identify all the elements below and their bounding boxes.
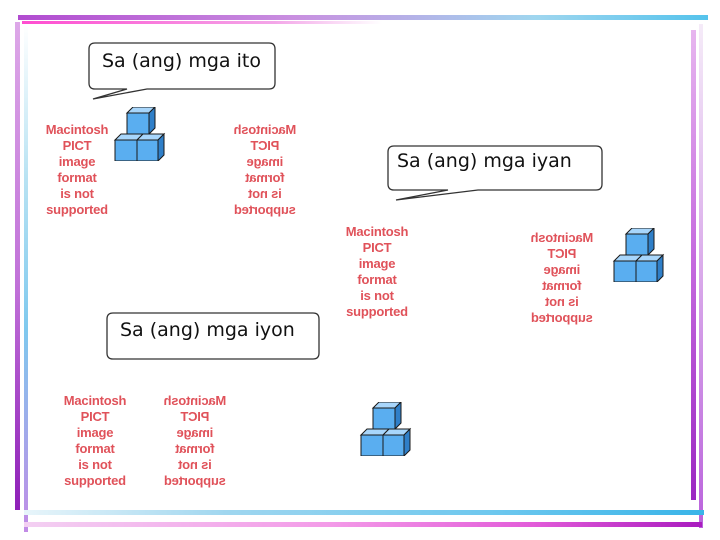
stacked-cubes-icon xyxy=(611,226,669,284)
placeholder-line: is not supported xyxy=(164,457,226,488)
frame-top-accent xyxy=(22,21,382,24)
placeholder-line: Macintosh PICT xyxy=(345,224,409,255)
placeholder-line: image format xyxy=(175,425,215,456)
frame-right-bar xyxy=(691,30,696,500)
frame-bottom-bar xyxy=(24,510,704,515)
frame-right-accent xyxy=(699,24,703,528)
stacked-cubes-icon-svg xyxy=(612,226,665,284)
placeholder-line: Macintosh PICT xyxy=(530,230,594,261)
placeholder-line: is not supported xyxy=(64,457,126,488)
image-placeholder: Macintosh PICT image format is not suppo… xyxy=(40,122,114,218)
frame-left-bar xyxy=(15,22,20,510)
frame-bottom-accent xyxy=(24,522,702,527)
image-placeholder-mirrored: Macintosh PICT image format is not suppo… xyxy=(158,393,232,489)
placeholder-line: image format xyxy=(245,154,285,185)
callout-ito: Sa (ang) mga ito xyxy=(88,42,276,103)
image-placeholder: Macintosh PICT image format is not suppo… xyxy=(58,393,132,489)
image-placeholder-mirrored: Macintosh PICT image format is not suppo… xyxy=(525,230,599,326)
placeholder-line: is not supported xyxy=(234,186,296,217)
image-placeholder-mirrored: Macintosh PICT image format is not suppo… xyxy=(228,122,302,218)
placeholder-line: Macintosh PICT xyxy=(45,122,109,153)
stacked-cubes-icon xyxy=(112,105,170,163)
placeholder-line: Macintosh PICT xyxy=(233,122,297,153)
stacked-cubes-icon-svg xyxy=(113,105,166,163)
placeholder-line: is not supported xyxy=(531,294,593,325)
placeholder-line: image format xyxy=(357,256,397,287)
placeholder-line: Macintosh PICT xyxy=(63,393,127,424)
placeholder-line: image format xyxy=(57,154,97,185)
placeholder-line: image format xyxy=(75,425,115,456)
callout-iyan-text: Sa (ang) mga iyan xyxy=(397,150,572,172)
stacked-cubes-icon-svg xyxy=(359,400,412,458)
callout-ito-text: Sa (ang) mga ito xyxy=(102,50,261,72)
placeholder-line: Macintosh PICT xyxy=(163,393,227,424)
stacked-cubes-icon xyxy=(358,400,416,458)
frame-top-bar xyxy=(18,15,708,20)
callout-iyon: Sa (ang) mga iyon xyxy=(106,312,320,361)
image-placeholder: Macintosh PICT image format is not suppo… xyxy=(340,224,414,320)
placeholder-line: image format xyxy=(542,262,582,293)
callout-iyon-text: Sa (ang) mga iyon xyxy=(120,319,295,341)
frame-left-accent xyxy=(24,24,28,532)
placeholder-line: is not supported xyxy=(346,288,408,319)
placeholder-line: is not supported xyxy=(46,186,108,217)
callout-iyan: Sa (ang) mga iyan xyxy=(387,145,603,202)
